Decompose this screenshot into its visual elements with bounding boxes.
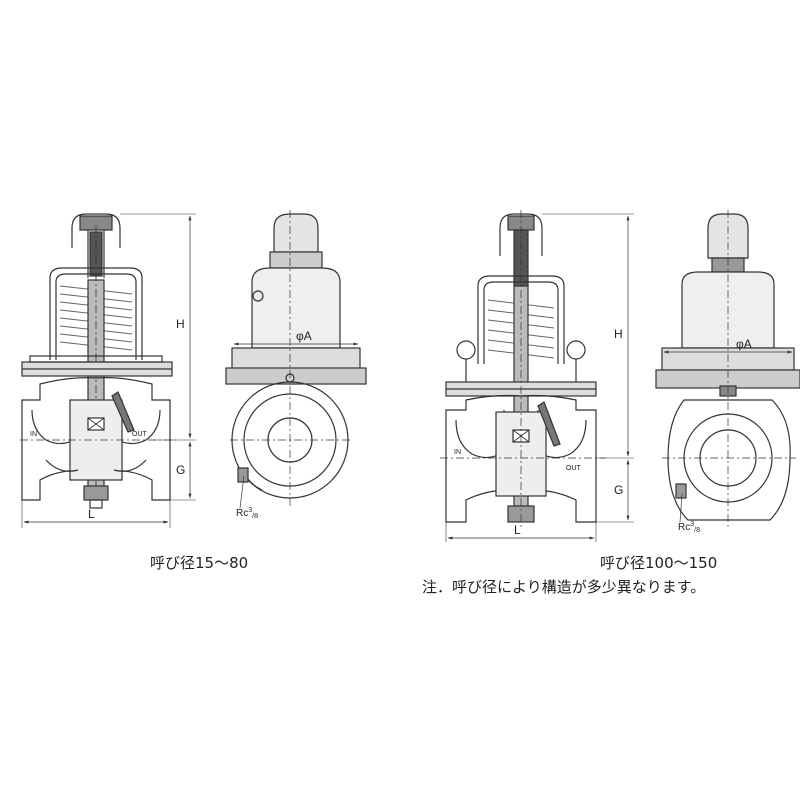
large-valve-caption: 呼び径100〜150 — [600, 554, 718, 572]
small-outlet-label: OUT — [132, 431, 148, 438]
large-dim-diameter: φA — [736, 337, 752, 351]
large-dim-g: G — [614, 483, 623, 497]
small-dimension-lines — [20, 215, 192, 524]
large-dimension-lines — [440, 210, 630, 540]
small-dim-l: L — [88, 507, 95, 521]
large-dim-l: L — [514, 523, 521, 537]
small-dim-g: G — [176, 463, 185, 477]
structure-note: 注．呼び径により構造が多少異なります。 — [422, 578, 706, 596]
small-valve-side-view — [225, 213, 367, 499]
small-dim-diameter: φA — [296, 329, 312, 343]
small-side-dimension — [230, 210, 359, 509]
small-valve-caption: 呼び径15〜80 — [150, 554, 249, 572]
large-dim-h: H — [614, 327, 623, 341]
large-port-label: Rc3/8 — [678, 521, 700, 534]
large-outlet-label: OUT — [566, 465, 582, 472]
small-inlet-label: IN — [30, 431, 37, 438]
small-dim-h: H — [176, 317, 185, 331]
small-valve-section-view — [21, 213, 196, 528]
large-side-dimension — [662, 210, 796, 528]
large-valve-section-view — [445, 213, 634, 542]
large-inlet-label: IN — [454, 449, 461, 456]
small-port-label: Rc3/8 — [236, 507, 258, 520]
